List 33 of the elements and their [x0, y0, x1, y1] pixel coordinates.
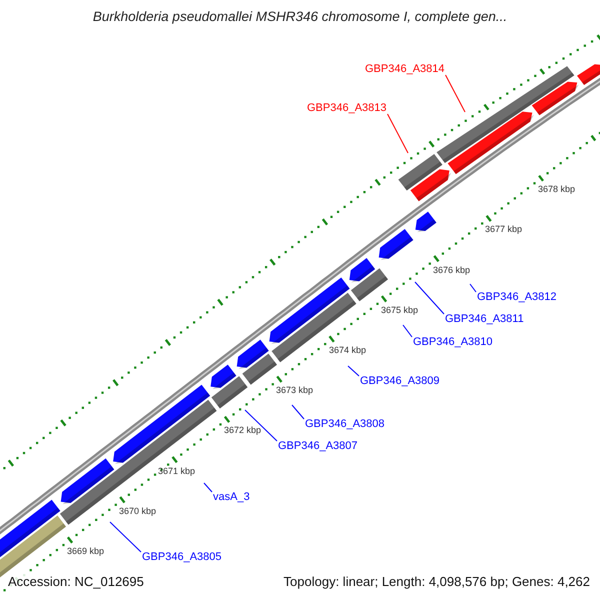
gene-label: vasA_3 — [213, 491, 250, 504]
coordinate-label: 3677 kbp — [485, 224, 522, 234]
leader-line — [348, 366, 360, 376]
leader-line — [204, 482, 212, 492]
coordinate-label: 3671 kbp — [158, 466, 196, 476]
coordinate-label: 3678 kbp — [538, 184, 576, 194]
leader-line — [470, 284, 476, 292]
gene-label: GBP346_A3812 — [477, 291, 557, 304]
leader-line — [387, 114, 408, 154]
gene-label: GBP346_A3808 — [305, 418, 385, 431]
accession-text: Accession: NC_012695 — [6, 574, 146, 590]
gene-label: GBP346_A3810 — [413, 336, 493, 349]
coordinate-label: 3669 kbp — [67, 546, 104, 556]
coordinate-label: 3673 kbp — [276, 385, 314, 395]
leader-line — [244, 410, 278, 442]
gene-label: GBP346_A3813 — [307, 102, 387, 115]
gene-label: GBP346_A3807 — [278, 440, 358, 453]
leader-line — [402, 324, 412, 338]
gene-label: GBP346_A3814 — [365, 63, 445, 76]
leader-line — [110, 522, 142, 552]
leader-line — [445, 74, 466, 112]
genome-summary-text: Topology: linear; Length: 4,098,576 bp; Genes: 4,262 — [282, 574, 592, 590]
coordinate-label: 3670 kbp — [119, 506, 156, 516]
coordinate-label: 3676 kbp — [433, 265, 470, 275]
map-title: Burkholderia pseudomallei MSHR346 chromosome I, complete gen... — [92, 9, 508, 24]
gene-label: GBP346_A3811 — [445, 313, 524, 326]
gene-label: GBP346_A3805 — [142, 551, 222, 564]
leader-line — [292, 404, 304, 420]
coordinate-label: 3674 kbp — [329, 345, 366, 355]
coordinate-label: 3675 kbp — [381, 305, 418, 315]
gene-label: GBP346_A3809 — [360, 375, 440, 388]
coordinate-label: 3672 kbp — [224, 425, 262, 435]
leader-line — [414, 282, 444, 314]
